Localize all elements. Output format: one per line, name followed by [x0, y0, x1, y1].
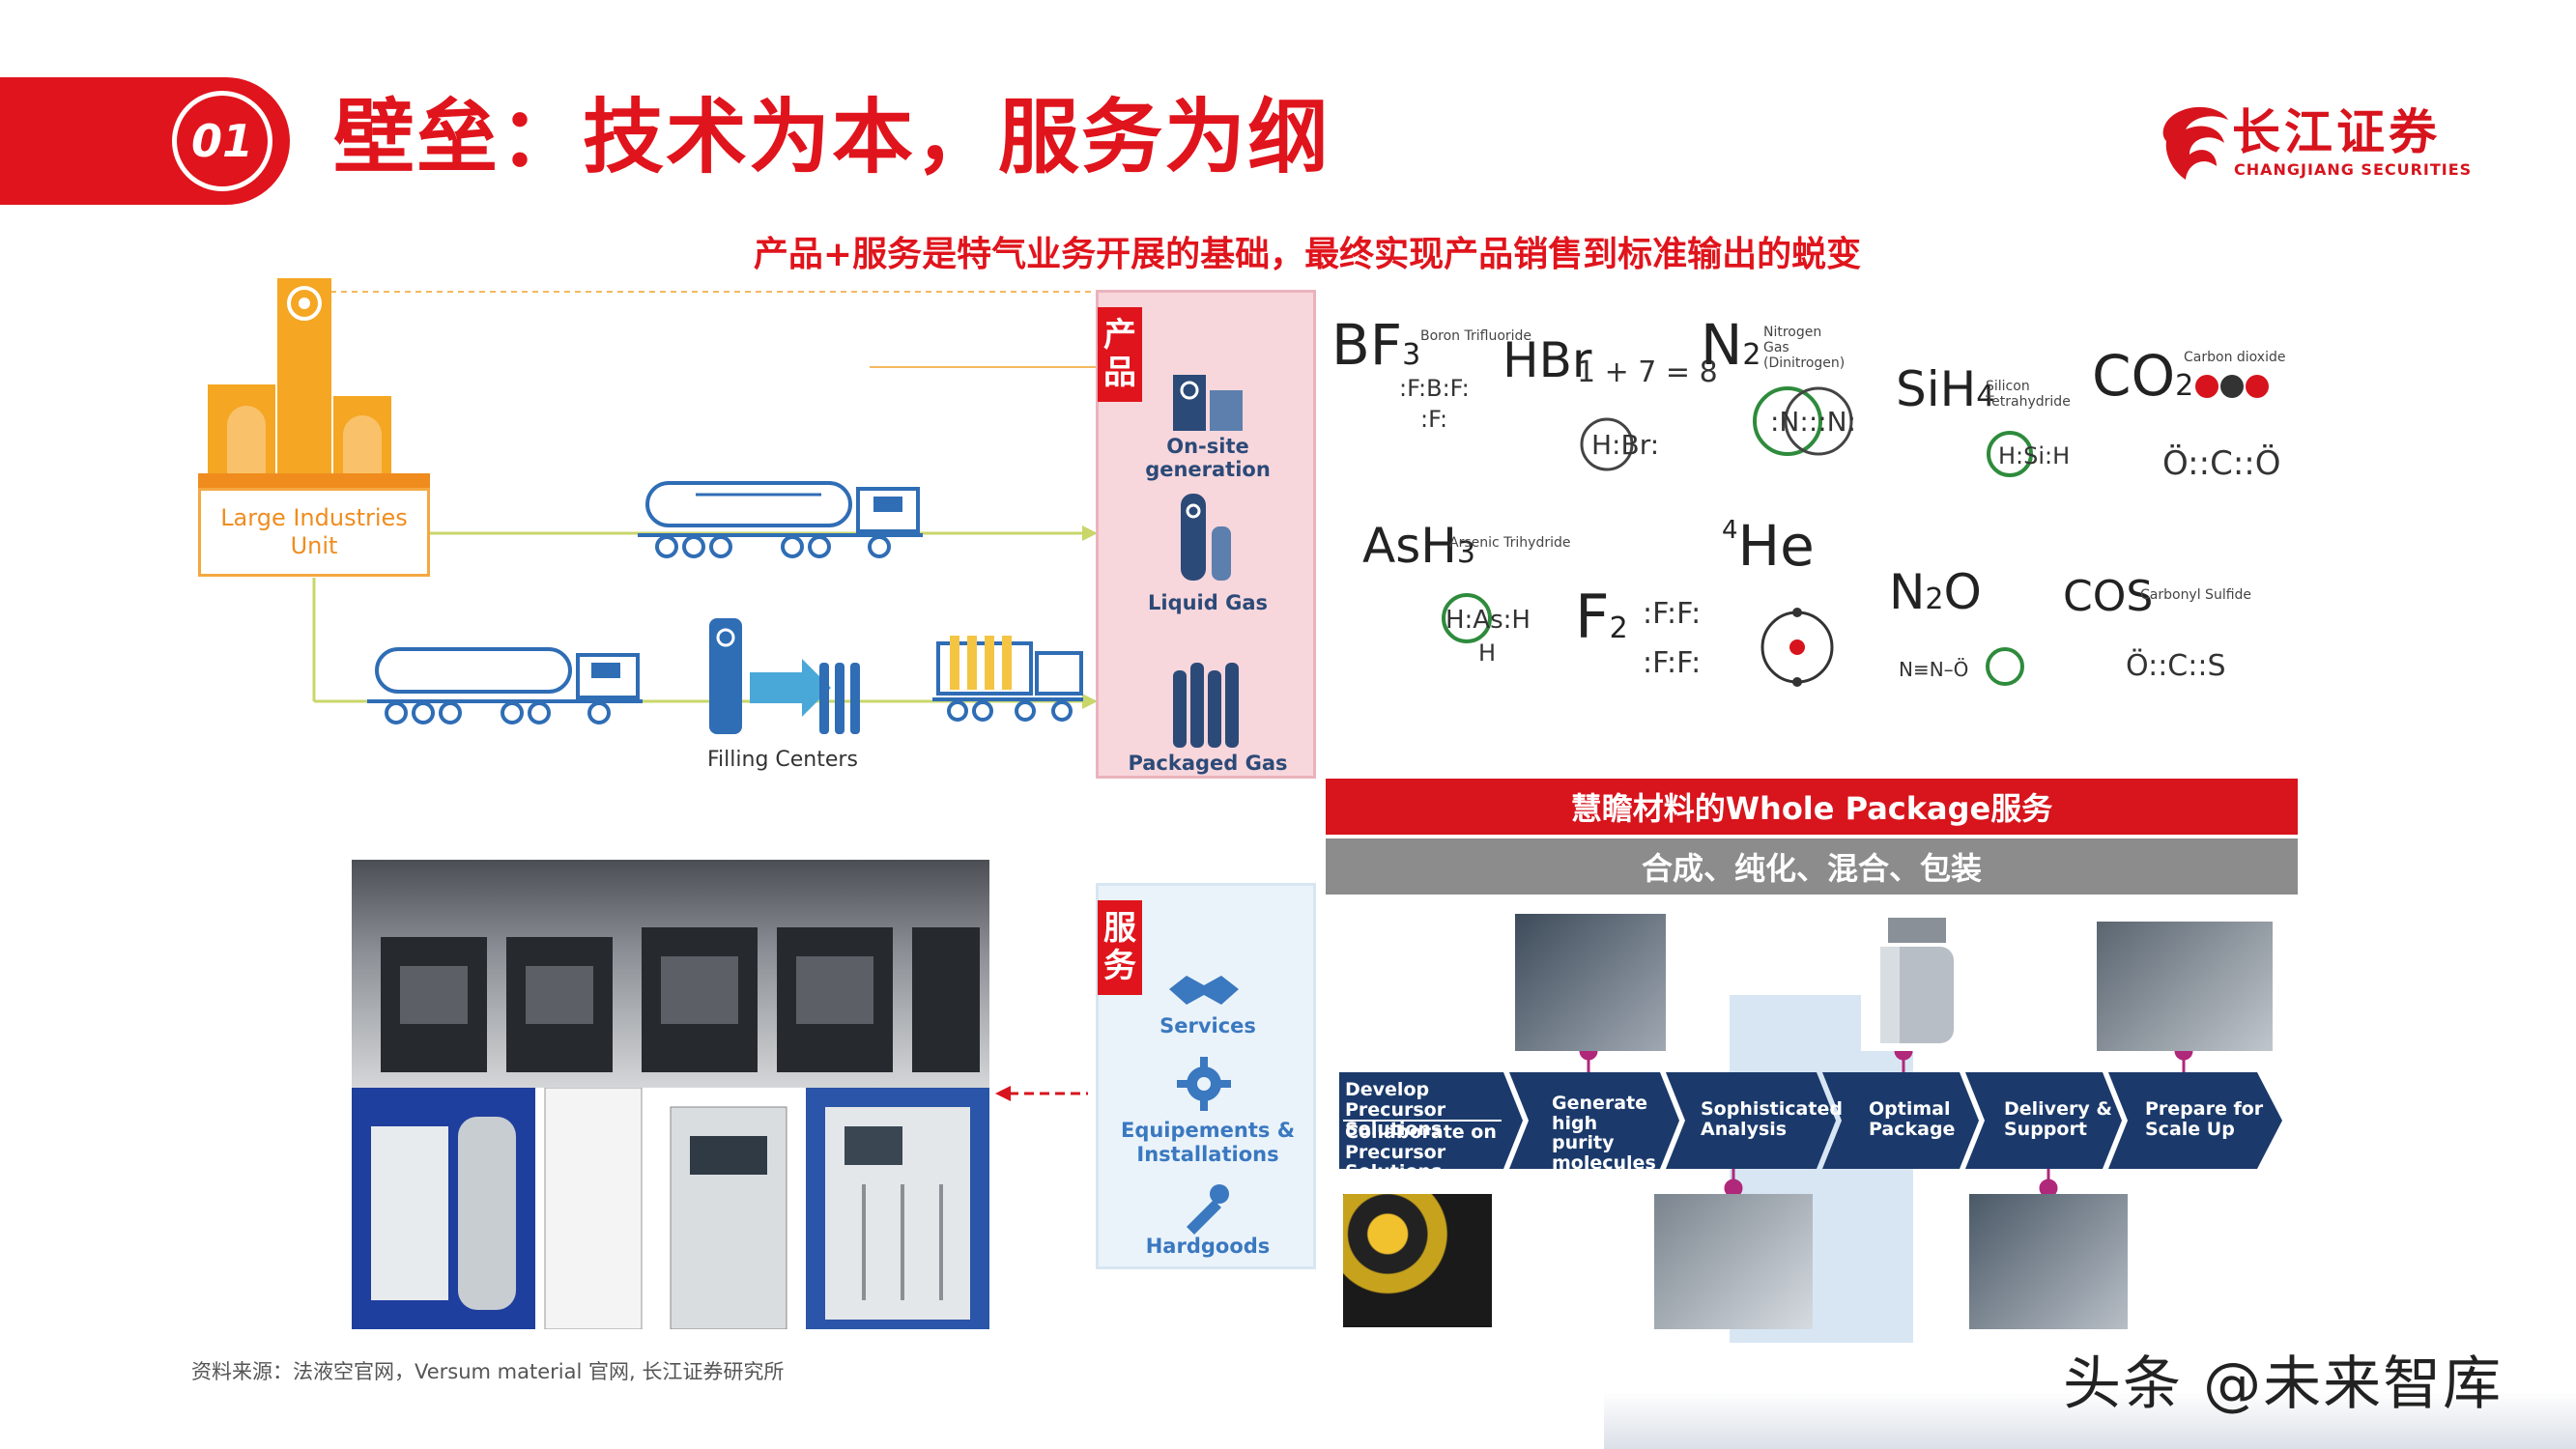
onsite-generation-icon: [1173, 375, 1243, 431]
on-site-generation-label: On-site generation: [1145, 435, 1271, 481]
analysis-lab-photo: [1654, 1194, 1813, 1329]
cos-formula: COS: [2063, 572, 2154, 621]
hardgoods-label: Hardgoods: [1145, 1235, 1271, 1258]
product-tag: 产品: [1098, 307, 1142, 403]
co2-note: Carbon dioxide: [2184, 350, 2286, 365]
section-number-badge: 01: [172, 91, 272, 191]
equipment-photos: [352, 1088, 806, 1329]
step-connector-pins: [1579, 1041, 2193, 1198]
liquid-gas-icon: [1181, 494, 1231, 581]
hbr-lewis-icon: H:Br:: [1580, 417, 1657, 471]
hbr-electron-count: 1 + 7 = 8: [1577, 355, 1718, 389]
gas-cabinets-graphic: [381, 927, 980, 1072]
co2-molecule-icon: [2195, 375, 2269, 398]
ash3-lewis-icon: H:As:H H: [1442, 593, 1531, 667]
gas-panel-photo: [806, 1088, 989, 1329]
filling-center-icon: [709, 618, 860, 734]
bf3-formula: BF3: [1331, 312, 1421, 378]
handshake-icon: [1169, 976, 1239, 1005]
bf3-note: Boron Trifluoride: [1420, 328, 1532, 344]
sih4-formula: SiH4: [1896, 361, 1995, 417]
f2-formula: F2: [1575, 582, 1628, 652]
watermark: 头条 @未来智库: [2063, 1350, 2504, 1418]
co2-lewis: Ö::C::Ö: [2162, 444, 2281, 483]
liquid-gas-label: Liquid Gas: [1147, 591, 1268, 614]
svg-text:H:Br:: H:Br:: [1591, 429, 1657, 461]
n2o-formula: N2O: [1889, 564, 1982, 620]
logo-text-en: CHANGJIANG SECURITIES: [2234, 160, 2473, 179]
bf3-lewis-icon: :F:B:F::F:: [1399, 375, 1469, 433]
svg-text:H:As:H: H:As:H: [1445, 606, 1531, 635]
gas-molecules-panel: [1329, 290, 2304, 763]
cylinder-package-photo: [1861, 908, 1973, 1051]
ash3-note: Arsenic Trihydride: [1449, 535, 1571, 551]
gas-panel-graphic: [825, 1107, 970, 1320]
cos-note: Carbonyl Sulfide: [2140, 587, 2252, 603]
services-label: Services: [1159, 1014, 1256, 1037]
hbr-formula: HBr: [1503, 332, 1592, 388]
process-chevrons: [1339, 1072, 2282, 1169]
equipment-graphic: [352, 1088, 787, 1329]
sih4-lewis-icon: H:Si:H: [1987, 431, 2070, 477]
packaged-gas-label: Packaged Gas: [1128, 752, 1288, 775]
whole-package-subtitle-bar: 合成、纯化、混合、包装: [1326, 838, 2298, 895]
ash3-formula: AsH3: [1362, 518, 1475, 574]
molecule-crystal-photo: [1343, 1194, 1492, 1327]
delivery-support-photo: [1969, 1194, 2128, 1329]
tanker-truck-2-icon: [367, 647, 643, 724]
svg-text:N≡N–Ö: N≡N–Ö: [1899, 658, 1968, 681]
packaged-gas-icon: [1173, 663, 1239, 748]
city-skyline-fade: [1604, 1391, 2576, 1449]
equipements-installations-label: Equipements & Installations: [1120, 1119, 1296, 1167]
source-footnote: 资料来源：法液空官网，Versum material 官网, 长江证券研究所: [191, 1360, 785, 1383]
gas-cabinet-room-photo: [352, 860, 989, 1088]
large-industries-unit-label: Large Industries Unit: [198, 488, 430, 577]
page-title: 壁垒：技术为本，服务为纲: [333, 90, 1331, 185]
slide-subtitle: 产品+服务是特气业务开展的基础，最终实现产品销售到标准输出的蜕变: [753, 235, 1862, 274]
factory-icon: [198, 278, 430, 491]
n2-note: Nitrogen Gas (Dinitrogen): [1763, 325, 1846, 371]
step-delivery-support: Delivery &Support: [2004, 1098, 2112, 1140]
he-formula: 4He: [1722, 513, 1815, 579]
svg-text::F:B:F:: :F:B:F:: [1399, 375, 1469, 402]
svg-text:H:Si:H: H:Si:H: [1998, 442, 2070, 469]
hardgoods-tool-icon: [1187, 1184, 1229, 1235]
svg-text::N:::N:: :N:::N:: [1770, 406, 1856, 438]
f2-lewis: :F:F::F:F:: [1643, 597, 1702, 680]
n2o-lewis-icon: N≡N–Ö: [1899, 647, 2024, 686]
scale-up-lab-photo: [2097, 922, 2273, 1051]
services-arrow: [995, 1086, 1088, 1101]
tanker-truck-icon: [638, 481, 923, 558]
svg-text:H: H: [1478, 639, 1496, 667]
whole-package-title-bar: 慧瞻材料的Whole Package服务: [1326, 779, 2298, 835]
n2-formula: N2: [1701, 312, 1761, 378]
n2-lewis-icon: :N:::N:: [1753, 386, 1856, 456]
scientist-photo: [1515, 914, 1666, 1051]
logo-text-cn: 长江证券: [2232, 104, 2441, 160]
services-tag: 服务: [1098, 900, 1142, 996]
svg-text::F:: :F:: [1420, 406, 1447, 433]
changjiang-logo-icon: [2162, 106, 2228, 180]
he-atom-icon: [1760, 608, 1834, 687]
sih4-note: Silicon Tetrahydride: [1986, 379, 2071, 410]
steel-cylinder-icon: [1880, 918, 1954, 1043]
cos-lewis: Ö::C::S: [2126, 649, 2226, 683]
cylinder-truck-icon: [932, 636, 1083, 722]
filling-centers-label: Filling Centers: [707, 748, 858, 772]
co2-formula: CO2: [2092, 343, 2194, 409]
equipment-gear-icon: [1177, 1057, 1231, 1111]
